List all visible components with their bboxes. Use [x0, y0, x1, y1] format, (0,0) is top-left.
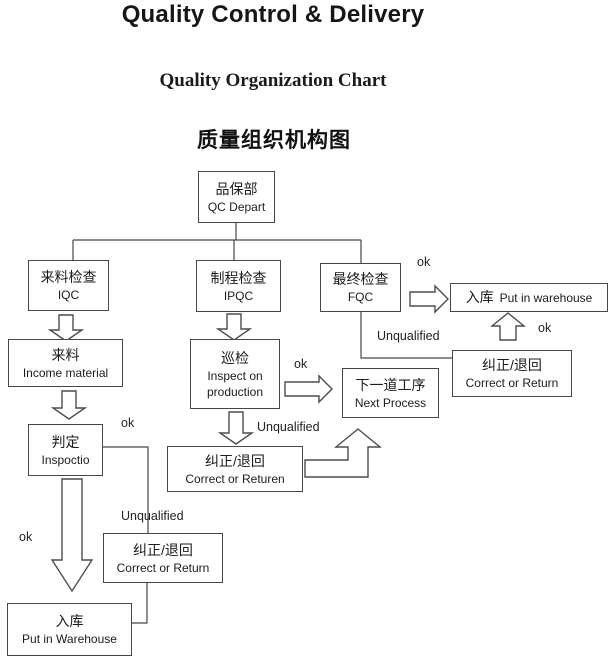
arrow-bent-return-to-next-process: [304, 428, 382, 478]
flow-node-put-in-warehouse-right: 入库 Put in warehouse: [450, 283, 608, 312]
arrow-ipqc-to-inspect: [215, 313, 253, 341]
arrow-iqc-to-income: [47, 314, 85, 342]
flow-node-judge: 判定 Inspoctio: [28, 424, 103, 476]
arrow-fqc-to-warehouse: [409, 284, 449, 314]
node-label-en: IPQC: [223, 288, 254, 303]
flow-node-correct-or-return-middle: 纠正/退回 Correct or Returen: [167, 446, 303, 492]
node-label-zh: 来料检查: [40, 269, 97, 285]
flow-node-put-in-warehouse-left: 入库 Put in Warehouse: [7, 603, 132, 656]
flow-node-fqc: 最终检查 FQC: [320, 263, 401, 312]
connector-judge-unqualified: [103, 446, 149, 533]
node-label-zh: 品保部: [215, 180, 258, 197]
node-label-en: Correct or Return: [116, 560, 210, 575]
node-label-en: Inspoctio: [41, 452, 90, 467]
arrow-inspect-to-return: [217, 411, 255, 445]
connector-return-to-warehouse: [132, 583, 148, 624]
node-label-zh: 判定: [51, 433, 80, 450]
node-label-zh: 纠正/退回: [133, 541, 193, 558]
edge-label-unqualified-judge: Unqualified: [121, 509, 184, 523]
flow-node-qc-depart: 品保部 QC Depart: [198, 171, 275, 223]
node-label-en: IQC: [57, 288, 80, 302]
node-label-zh: 来料: [51, 346, 80, 363]
flow-node-next-process: 下一道工序 Next Process: [342, 368, 439, 418]
flow-node-correct-or-return-right: 纠正/退回 Correct or Return: [452, 350, 572, 397]
edge-label-ok-judge-warehouse: ok: [19, 530, 33, 544]
edge-label-ok-return-warehouse: ok: [538, 321, 552, 335]
arrow-inspect-to-next-process: [284, 374, 333, 404]
subtitle-chinese: 质量组织机构图: [197, 129, 351, 152]
node-label-en: Inspect on: [207, 368, 263, 383]
node-label-en: Correct or Return: [465, 376, 559, 390]
node-label-en: Correct or Returen: [185, 471, 285, 486]
node-label-zh: 下一道工序: [355, 376, 426, 393]
edge-label-ok-judge: ok: [121, 416, 135, 430]
edge-label-ok-inspect-next: ok: [294, 357, 308, 371]
connector-fqc-unqualified: [360, 312, 452, 359]
node-label-zh: 制程检查: [210, 269, 267, 286]
subtitle-english: Quality Organization Chart: [159, 70, 387, 91]
node-label-en: Put in Warehouse: [22, 632, 117, 646]
node-label-en: Income material: [22, 365, 109, 380]
flow-node-income-material: 来料 Income material: [8, 339, 123, 387]
node-label-en: production: [206, 384, 264, 399]
flow-node-ipqc: 制程检查 IPQC: [196, 260, 281, 312]
arrow-return-to-warehouse: [490, 312, 526, 341]
arrow-income-to-judge: [50, 390, 88, 420]
edge-label-ok-fqc: ok: [417, 255, 431, 269]
edge-label-unqualified-inspect: Unqualified: [257, 420, 320, 434]
node-label-en: Put in warehouse: [499, 290, 593, 305]
arrow-judge-to-warehouse: [50, 478, 94, 593]
node-label-zh: 纠正/退回: [482, 357, 542, 373]
page-title: Quality Control & Delivery: [121, 1, 425, 28]
node-label-zh: 最终检查: [332, 271, 389, 287]
node-label-en: FQC: [347, 290, 374, 304]
node-label-en: QC Depart: [207, 199, 266, 214]
flow-node-correct-or-return-left: 纠正/退回 Correct or Return: [103, 533, 223, 583]
flow-node-iqc: 来料检查 IQC: [28, 260, 109, 311]
node-label-en: Next Process: [354, 395, 427, 410]
node-label-zh: 入库: [465, 289, 494, 305]
node-label-zh: 入库: [55, 613, 84, 629]
node-label-zh: 纠正/退回: [205, 452, 265, 469]
flow-node-inspect-on-production: 巡检 Inspect on production: [190, 339, 280, 409]
edge-label-unqualified-fqc: Unqualified: [377, 329, 440, 343]
node-label-zh: 巡检: [221, 349, 249, 366]
